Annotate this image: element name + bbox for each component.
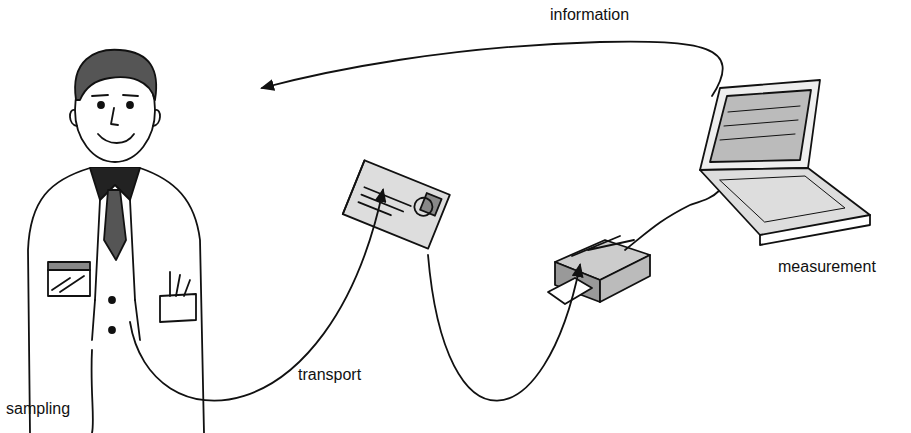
- sample-envelope: [343, 160, 450, 248]
- scientist-figure: [28, 50, 204, 433]
- caption-label: measurement: [776, 258, 878, 276]
- caption-label: transport: [296, 366, 363, 384]
- caption-label: sampling: [4, 400, 72, 418]
- measuring-device: [548, 190, 720, 304]
- caption-label: information: [548, 6, 631, 24]
- transport-arrow: [428, 255, 580, 401]
- laptop-computer: [700, 80, 870, 245]
- information-arrow: [262, 42, 723, 96]
- sampling-arrow: [130, 190, 383, 401]
